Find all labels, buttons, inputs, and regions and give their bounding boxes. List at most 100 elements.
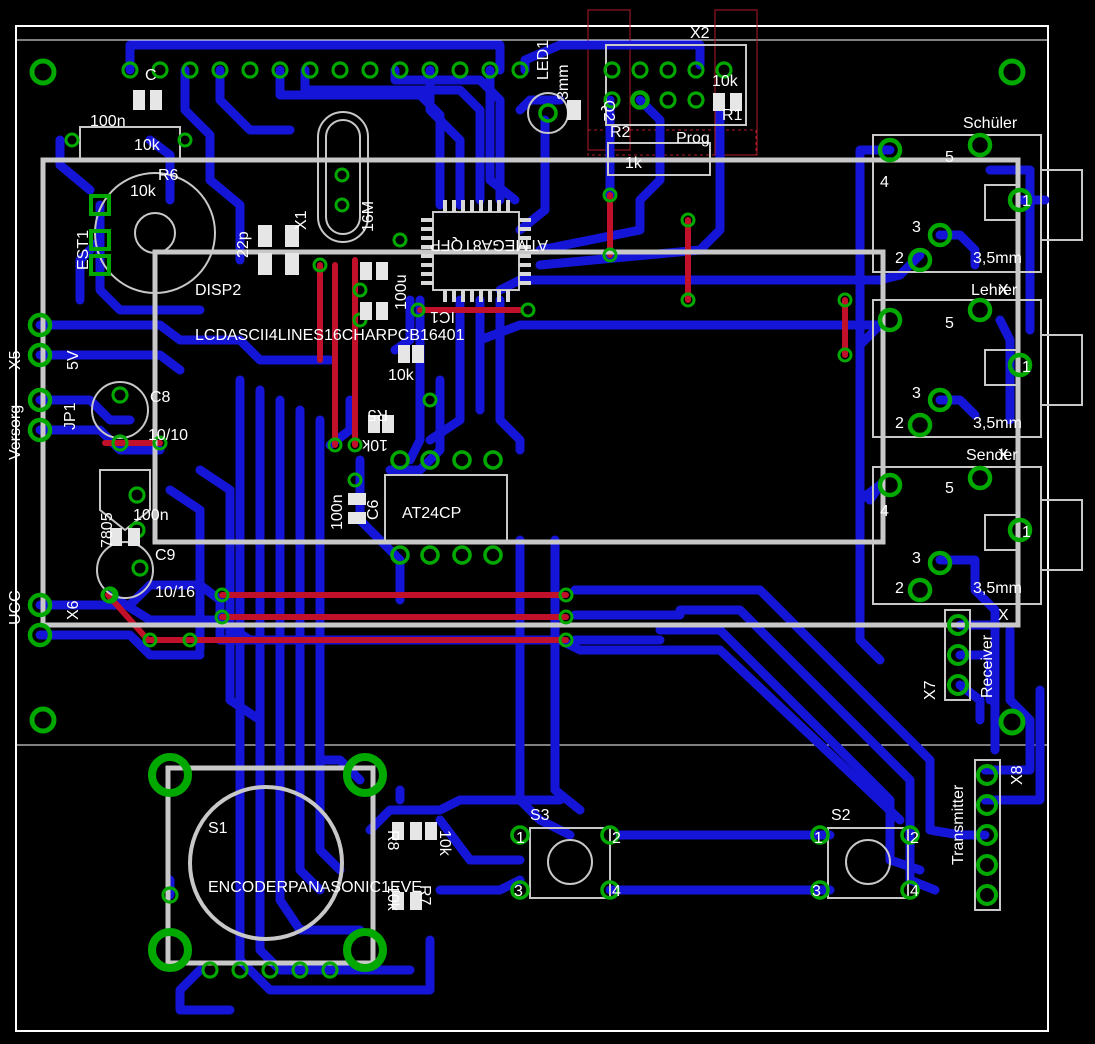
label-r5: R5 <box>367 406 388 423</box>
s2-pin1: 1 <box>814 830 823 847</box>
label-jp1: JP1 <box>62 402 79 430</box>
label-disp2: DISP2 <box>195 282 241 299</box>
via <box>520 302 536 318</box>
eeprom-pad <box>390 545 410 565</box>
label-transmitter: Transmitter <box>950 784 967 865</box>
cap-pad <box>111 386 129 404</box>
jack-pad <box>927 222 953 248</box>
via <box>422 392 438 408</box>
x2-pad <box>631 61 649 79</box>
mcu-pin <box>488 290 492 302</box>
s2-pin3: 3 <box>812 883 821 900</box>
label-receiver: Receiver <box>979 634 996 698</box>
x2-pad <box>659 91 677 109</box>
via <box>177 132 193 148</box>
button-pad <box>600 825 620 845</box>
label-s3: S3 <box>530 807 550 824</box>
mounting-hole <box>998 58 1026 86</box>
x2-pad <box>687 61 705 79</box>
via <box>602 187 618 203</box>
jack-pad <box>927 550 953 576</box>
mcu-pin <box>519 227 531 231</box>
mcu-pin <box>421 263 433 267</box>
jack2-pin5: 5 <box>945 315 954 332</box>
jack-pad <box>877 472 903 498</box>
via <box>602 247 618 263</box>
button-pad <box>810 880 830 900</box>
label-x6: X6 <box>65 600 82 620</box>
label-led-val: 3mm <box>555 64 572 100</box>
cap-pad <box>111 434 129 452</box>
jack1-size: 3,5mm <box>973 250 1022 267</box>
label-7805: 7805 <box>99 512 116 548</box>
via <box>558 609 574 625</box>
label-versorg: Versorg <box>7 405 24 460</box>
header-pad <box>151 61 169 79</box>
header-pad <box>391 61 409 79</box>
label-c6-val: 100n <box>329 494 346 530</box>
jack1-pin3: 3 <box>912 219 921 236</box>
connector-pad <box>27 312 53 338</box>
header-pad <box>211 61 229 79</box>
encoder-pad <box>321 961 339 979</box>
eeprom-pad <box>390 450 410 470</box>
jack3-pin3: 3 <box>912 550 921 567</box>
button-pad <box>900 880 920 900</box>
mcu-pin <box>506 200 510 212</box>
s3-pin2: 2 <box>612 830 621 847</box>
label-5v: 5V <box>65 350 82 370</box>
via <box>680 292 696 308</box>
mcu-pin <box>519 263 531 267</box>
x2-pad <box>603 91 621 109</box>
label-c-top-val: 100n <box>90 113 126 130</box>
crystal-pad <box>334 197 350 213</box>
mcu-pin <box>452 200 456 212</box>
label-s1: S1 <box>208 820 228 837</box>
label-schueler: Schüler <box>963 115 1018 132</box>
eeprom-pad <box>420 545 440 565</box>
connector-pad <box>27 592 53 618</box>
label-r6-val: 10k <box>130 183 157 200</box>
mcu-pin <box>461 200 465 212</box>
eeprom-pad <box>483 545 503 565</box>
mcu-pin <box>421 272 433 276</box>
header-pad <box>331 61 349 79</box>
transmitter-pad <box>975 883 999 907</box>
header-pad <box>481 61 499 79</box>
jack2-pin3: 3 <box>912 385 921 402</box>
mcu-pin <box>421 254 433 258</box>
label-mcu: ATMEGA8TQFP <box>430 236 548 253</box>
pads <box>27 58 1033 979</box>
label-r8: R8 <box>384 830 401 851</box>
transmitter-pad <box>975 853 999 877</box>
encoder-mount-pad <box>147 752 193 798</box>
via <box>214 587 230 603</box>
jack-pad <box>877 137 903 163</box>
button-pad <box>810 825 830 845</box>
jack1-pin2: 2 <box>895 250 904 267</box>
label-c100u: 100u <box>393 274 410 310</box>
jack2-x: X <box>998 282 1009 299</box>
header-pad <box>241 61 259 79</box>
label-r1: R1 <box>722 107 743 124</box>
label-c-100n-mid: 100n <box>133 507 169 524</box>
label-r-mid-val: 10k <box>388 367 415 384</box>
via <box>142 632 158 648</box>
button-pad <box>510 880 530 900</box>
label-q2: Q2 <box>600 100 617 121</box>
via <box>392 232 408 248</box>
header-pad <box>121 61 139 79</box>
cap-pad <box>101 586 119 604</box>
via <box>680 212 696 228</box>
encoder-pad <box>161 886 179 904</box>
connector-pad <box>27 622 53 648</box>
mcu-pin <box>519 254 531 258</box>
transmitter-pad <box>975 793 999 817</box>
s3-pin4: 4 <box>612 883 621 900</box>
transmitter-pad <box>975 763 999 787</box>
s3-pin3: 3 <box>514 883 523 900</box>
label-sender: Sender <box>966 447 1018 464</box>
mcu-pin <box>470 290 474 302</box>
pot-pad <box>88 253 112 277</box>
label-s2: S2 <box>831 807 851 824</box>
